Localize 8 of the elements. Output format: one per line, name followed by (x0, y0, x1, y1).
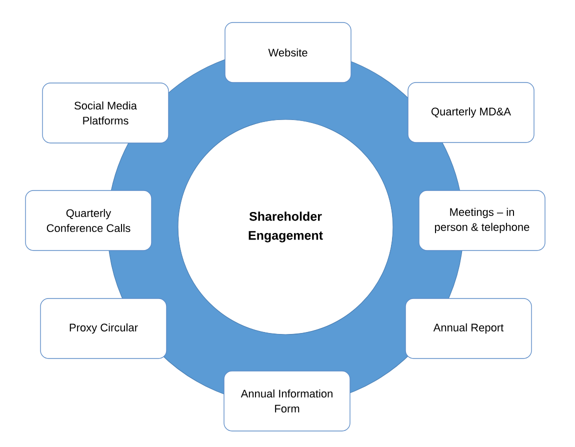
rounded-box: Proxy Circular (40, 298, 167, 359)
rounded-box: Website (224, 22, 352, 83)
rounded-box: Quarterly Conference Calls (25, 190, 152, 251)
rounded-box: Meetings – in person & telephone (418, 190, 546, 251)
rounded-box: Annual Information Form (224, 370, 350, 432)
rounded-box: Quarterly MD&A (408, 82, 534, 143)
rounded-box: Social Media Platforms (42, 82, 169, 144)
rounded-box: Annual Report (405, 298, 532, 359)
